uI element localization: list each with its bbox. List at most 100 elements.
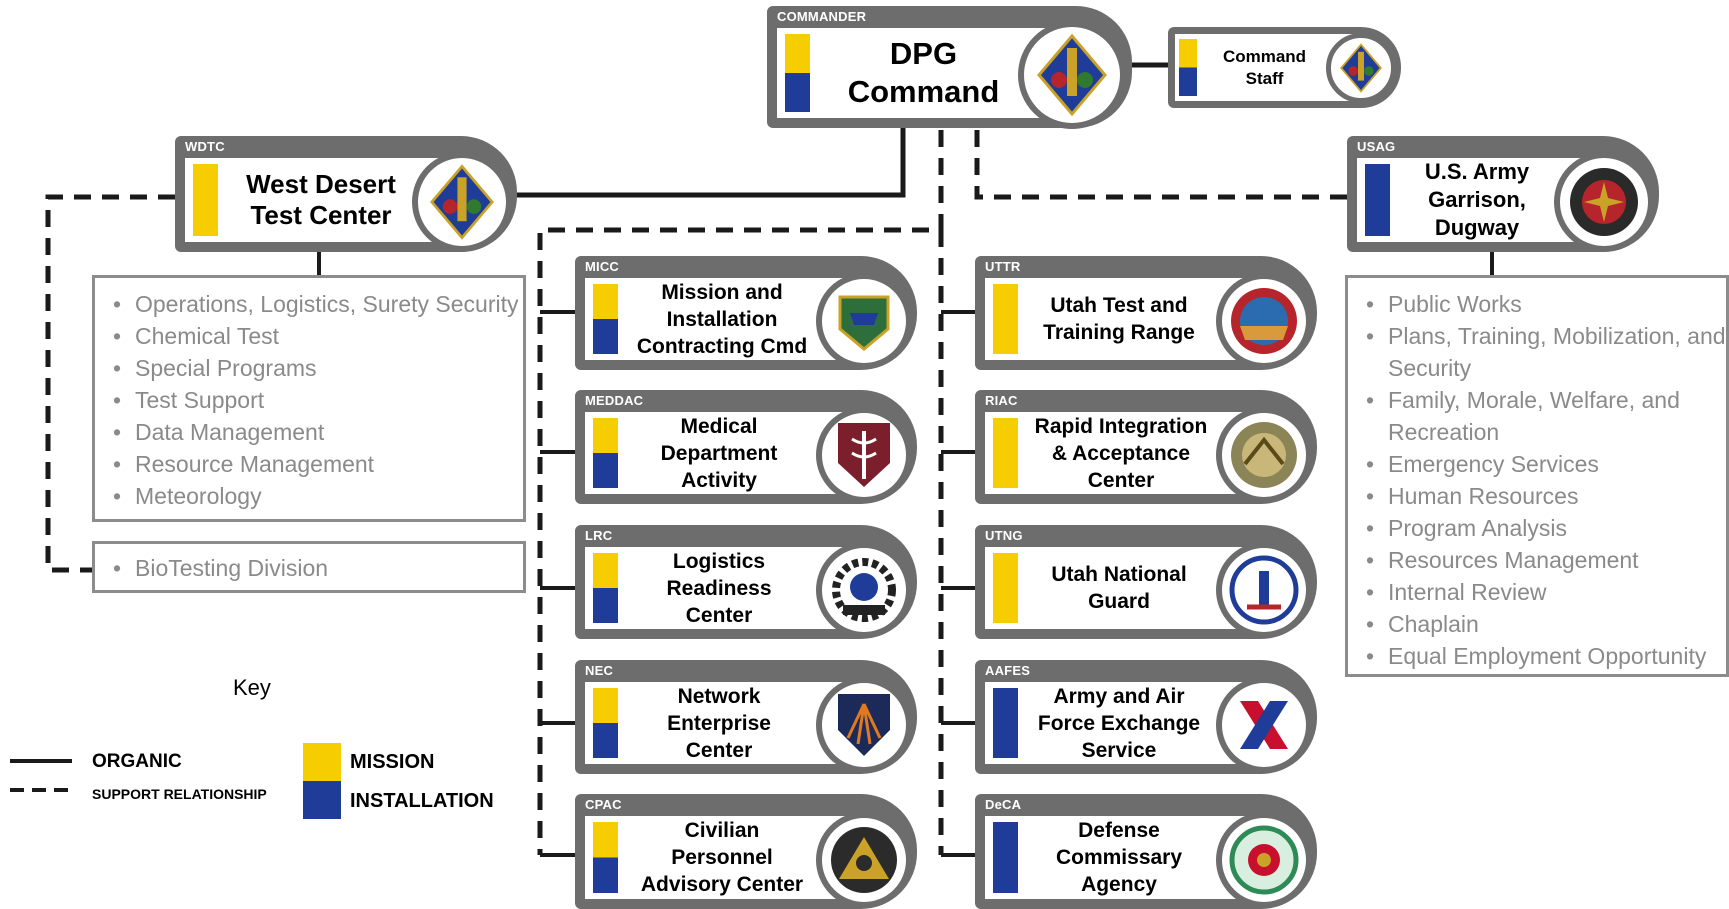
meddac-node[interactable]: MEDDAC Medical Department Activity	[575, 390, 917, 504]
aafes-title: Army and Air Force Exchange Service	[1037, 684, 1201, 762]
wdtc-functions-list: Operations, Logistics, Surety Security C…	[92, 275, 526, 522]
deca-node[interactable]: DeCA Defense Commissary Agency	[975, 794, 1317, 909]
utng-abbr: UTNG	[985, 528, 1023, 543]
usag-abbr: USAG	[1357, 139, 1396, 154]
deca-abbr: DeCA	[985, 797, 1022, 812]
dpg-crest-icon	[412, 152, 512, 252]
list-item: Human Resources	[1348, 480, 1726, 512]
dpg-crest-icon	[1018, 21, 1126, 129]
cpac-node[interactable]: CPAC Civilian Personnel Advisory Center	[575, 794, 917, 909]
commander-title: DPG Command	[847, 36, 1000, 109]
list-item: Internal Review	[1348, 576, 1726, 608]
riac-seal-icon	[1216, 407, 1312, 503]
list-item: Plans, Training, Mobilization, and Secur…	[1348, 320, 1726, 384]
riac-abbr: RIAC	[985, 393, 1018, 408]
mission-installation-bar	[593, 688, 618, 758]
caduceus-icon	[816, 407, 912, 503]
exchange-x-icon	[1216, 677, 1312, 773]
range-patch-icon	[1216, 273, 1312, 369]
key-line-samples	[10, 759, 72, 792]
wdtc-abbr: WDTC	[185, 139, 225, 154]
cpac-abbr: CPAC	[585, 797, 622, 812]
usag-node[interactable]: USAG U.S. Army Garrison, Dugway	[1347, 136, 1659, 252]
hr-command-seal-icon	[816, 811, 912, 908]
commander-node[interactable]: COMMANDER DPG Command	[767, 6, 1132, 129]
list-item: Special Programs	[95, 352, 523, 384]
list-item: Chemical Test	[95, 320, 523, 352]
uttr-title: Utah Test and Training Range	[1043, 294, 1195, 344]
utng-node[interactable]: UTNG Utah National Guard	[975, 525, 1317, 639]
key-support-label: SUPPORT RELATIONSHIP	[92, 786, 267, 802]
support-line-usag	[974, 130, 1347, 200]
riac-title: Rapid Integration & Acceptance Center	[1034, 414, 1208, 492]
dpg-crest-icon	[1326, 32, 1396, 103]
list-item: Test Support	[95, 384, 523, 416]
mission-swatch	[303, 743, 341, 781]
usag-function-items: Public Works Plans, Training, Mobilizati…	[1348, 288, 1726, 672]
list-item: Emergency Services	[1348, 448, 1726, 480]
mission-installation-bar	[593, 553, 618, 623]
biotesting-box: BioTesting Division	[92, 541, 526, 593]
wdtc-title: West Desert Test Center	[246, 169, 396, 230]
installation-bar	[1365, 164, 1390, 236]
meddac-title: Medical Department Activity	[660, 414, 778, 492]
micc-node[interactable]: MICC Mission and Installation Contractin…	[575, 256, 917, 370]
mission-bar	[993, 284, 1018, 354]
aafes-abbr: AAFES	[985, 663, 1031, 678]
support-line-biotesting	[45, 194, 175, 573]
biotesting-items: BioTesting Division	[95, 552, 523, 584]
mission-installation-bar	[593, 284, 618, 354]
mission-bar	[993, 553, 1018, 623]
lrc-node[interactable]: LRC Logistics Readiness Center	[575, 525, 917, 639]
mission-installation-bar	[593, 822, 618, 893]
list-item: Public Works	[1348, 288, 1726, 320]
mission-bar	[993, 418, 1018, 488]
support-line-left-trunk	[537, 130, 944, 855]
utng-title: Utah National Guard	[1051, 563, 1187, 613]
list-item: Operations, Logistics, Surety Security	[95, 288, 523, 320]
mission-installation-bar	[785, 34, 810, 112]
micc-abbr: MICC	[585, 259, 620, 274]
installation-swatch	[303, 781, 341, 819]
meddac-abbr: MEDDAC	[585, 393, 644, 408]
uttr-abbr: UTTR	[985, 259, 1021, 274]
list-item: BioTesting Division	[95, 552, 523, 584]
organic-line-wdtc	[515, 125, 906, 198]
signal-shield-icon	[816, 677, 912, 773]
mission-installation-bar	[593, 418, 618, 488]
list-item: Meteorology	[95, 480, 523, 512]
list-item: Resources Management	[1348, 544, 1726, 576]
mission-installation-bar	[1179, 39, 1197, 96]
commander-abbr: COMMANDER	[777, 9, 867, 24]
key-title: Key	[233, 675, 271, 700]
wdtc-node[interactable]: WDTC West Desert Test Center	[175, 136, 517, 252]
aafes-node[interactable]: AAFES Army and Air Force Exchange Servic…	[975, 660, 1317, 774]
installation-bar	[993, 822, 1018, 893]
lrc-abbr: LRC	[585, 528, 613, 543]
usag-functions-list: Public Works Plans, Training, Mobilizati…	[1345, 275, 1729, 677]
gear-crest-icon	[816, 542, 912, 638]
installation-management-crest-icon	[1554, 152, 1654, 252]
key-organic-label: ORGANIC	[92, 751, 182, 772]
uttr-node[interactable]: UTTR Utah Test and Training Range	[975, 256, 1317, 370]
micc-crest-icon	[816, 273, 912, 369]
nec-title: Network Enterprise Center	[667, 684, 771, 762]
list-item: Resource Management	[95, 448, 523, 480]
nec-abbr: NEC	[585, 663, 614, 678]
riac-node[interactable]: RIAC Rapid Integration & Acceptance Cent…	[975, 390, 1317, 504]
installation-bar	[993, 688, 1018, 758]
lrc-title: Logistics Readiness Center	[666, 549, 772, 627]
key-installation-label: INSTALLATION	[350, 790, 494, 812]
command-staff-node[interactable]: Command Staff	[1168, 27, 1401, 108]
cpac-title: Civilian Personnel Advisory Center	[640, 819, 804, 896]
list-item: Data Management	[95, 416, 523, 448]
nec-node[interactable]: NEC Network Enterprise Center	[575, 660, 917, 774]
wdtc-function-items: Operations, Logistics, Surety Security C…	[95, 288, 523, 512]
commissary-seal-icon	[1216, 811, 1312, 908]
micc-title: Mission and Installation Contracting Cmd	[636, 280, 808, 358]
usag-title: U.S. Army Garrison, Dugway	[1424, 159, 1530, 240]
list-item: Program Analysis	[1348, 512, 1726, 544]
command-staff-title: Command Staff	[1222, 46, 1307, 88]
national-guard-seal-icon	[1216, 542, 1312, 638]
